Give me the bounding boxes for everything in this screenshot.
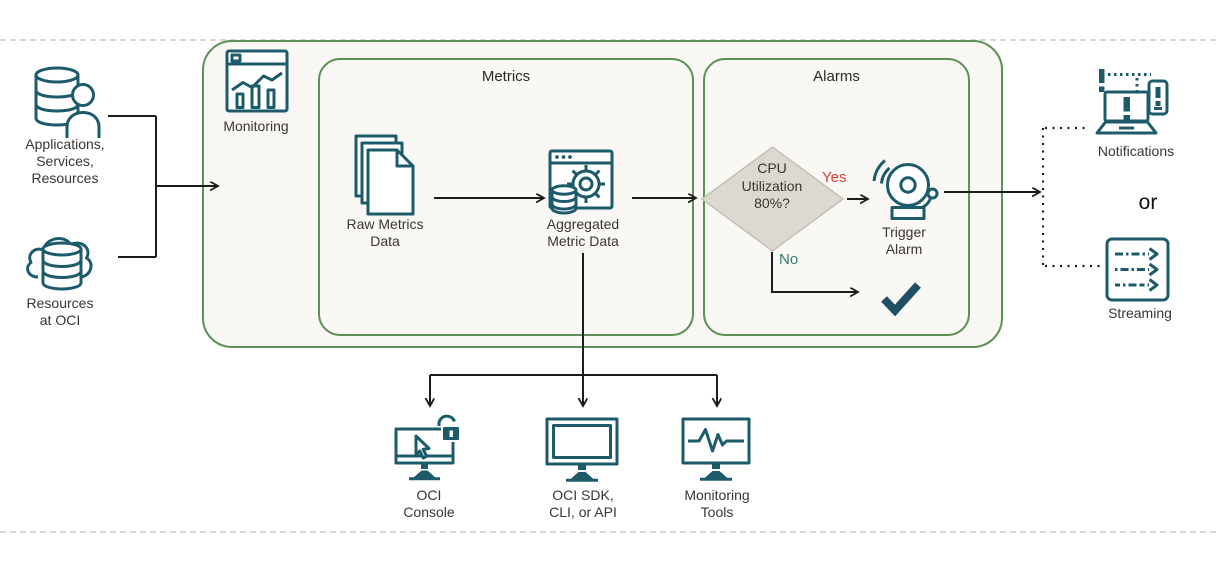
trigger-alarm-label: Trigger Alarm [882,224,926,258]
monitoring-window-chart-icon [225,49,289,113]
alarms-title: Alarms [813,68,860,85]
or-label: or [1138,191,1158,214]
metrics-title: Metrics [481,68,531,85]
streaming-label: Streaming [1108,305,1172,321]
monitoring-tools-label: Monitoring Tools [684,487,750,521]
aggregated-metrics-label: Aggregated Metric Data [546,216,620,250]
no-label: No [779,251,799,268]
monitor-cursor-lock-icon [394,414,461,481]
oci-console-label: OCI Console [403,487,455,521]
decision-diamond [700,146,845,252]
source-apps-label: Applications, Services, Resources [25,136,105,187]
database-user-icon [34,66,101,138]
region-dashed-border-bottom [0,531,1216,533]
oci-sdk-label: OCI SDK, CLI, or API [549,487,617,521]
notifications-label: Notifications [1097,143,1175,159]
decision-label: CPU Utilization 80%? [741,160,803,211]
monitor-icon [545,417,619,482]
checkmark-icon [881,282,921,317]
yes-label: Yes [822,169,847,186]
laptop-alert-phone-icon [1095,69,1169,135]
alarm-bell-icon [872,159,939,220]
stacked-documents-icon [354,134,415,216]
cloud-database-icon [26,237,93,291]
source-oci-resources-label: Resources at OCI [26,295,94,329]
window-gear-database-icon [548,149,614,215]
monitor-pulse-icon [681,417,751,481]
raw-metrics-label: Raw Metrics Data [346,216,424,250]
streaming-arrows-icon [1105,237,1170,302]
monitoring-label: Monitoring [223,118,289,134]
